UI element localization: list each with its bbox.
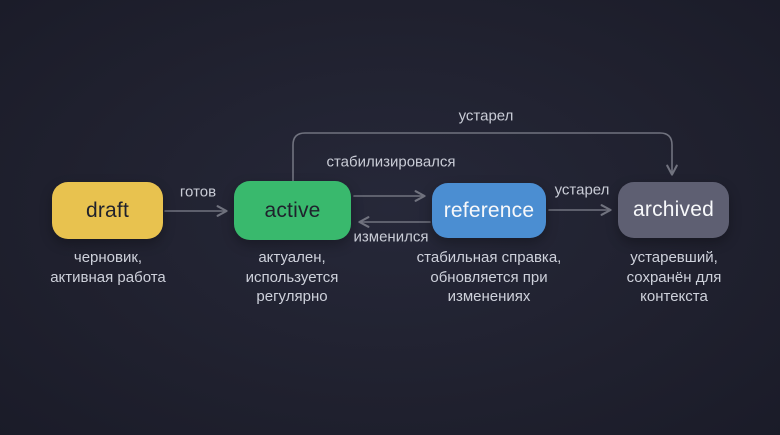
node-draft-label: draft xyxy=(85,198,130,222)
node-reference: reference xyxy=(432,183,546,238)
edge-label-ustarel-active: устарел xyxy=(458,107,514,125)
node-active: active xyxy=(234,181,351,240)
node-reference-description: стабильная справка, обновляется при изме… xyxy=(416,249,562,305)
node-archived: archived xyxy=(618,182,729,238)
node-draft-description: черновик, активная работа xyxy=(50,249,166,286)
edge-label-ustarel-reference: устарел xyxy=(554,181,610,199)
node-active-label: active xyxy=(264,198,321,222)
node-active-description: актуален, используется регулярно xyxy=(245,249,339,305)
edge-label-izmenilsya: изменился xyxy=(353,228,429,246)
edge-label-stabilizirovalsya: стабилизировался xyxy=(326,153,456,171)
node-archived-label: archived xyxy=(633,198,714,221)
node-reference-label: reference xyxy=(443,198,535,222)
edge-label-gotov: готов xyxy=(179,183,217,201)
node-archived-description: устаревший, сохранён для контекста xyxy=(626,249,722,305)
node-draft: draft xyxy=(52,182,163,239)
